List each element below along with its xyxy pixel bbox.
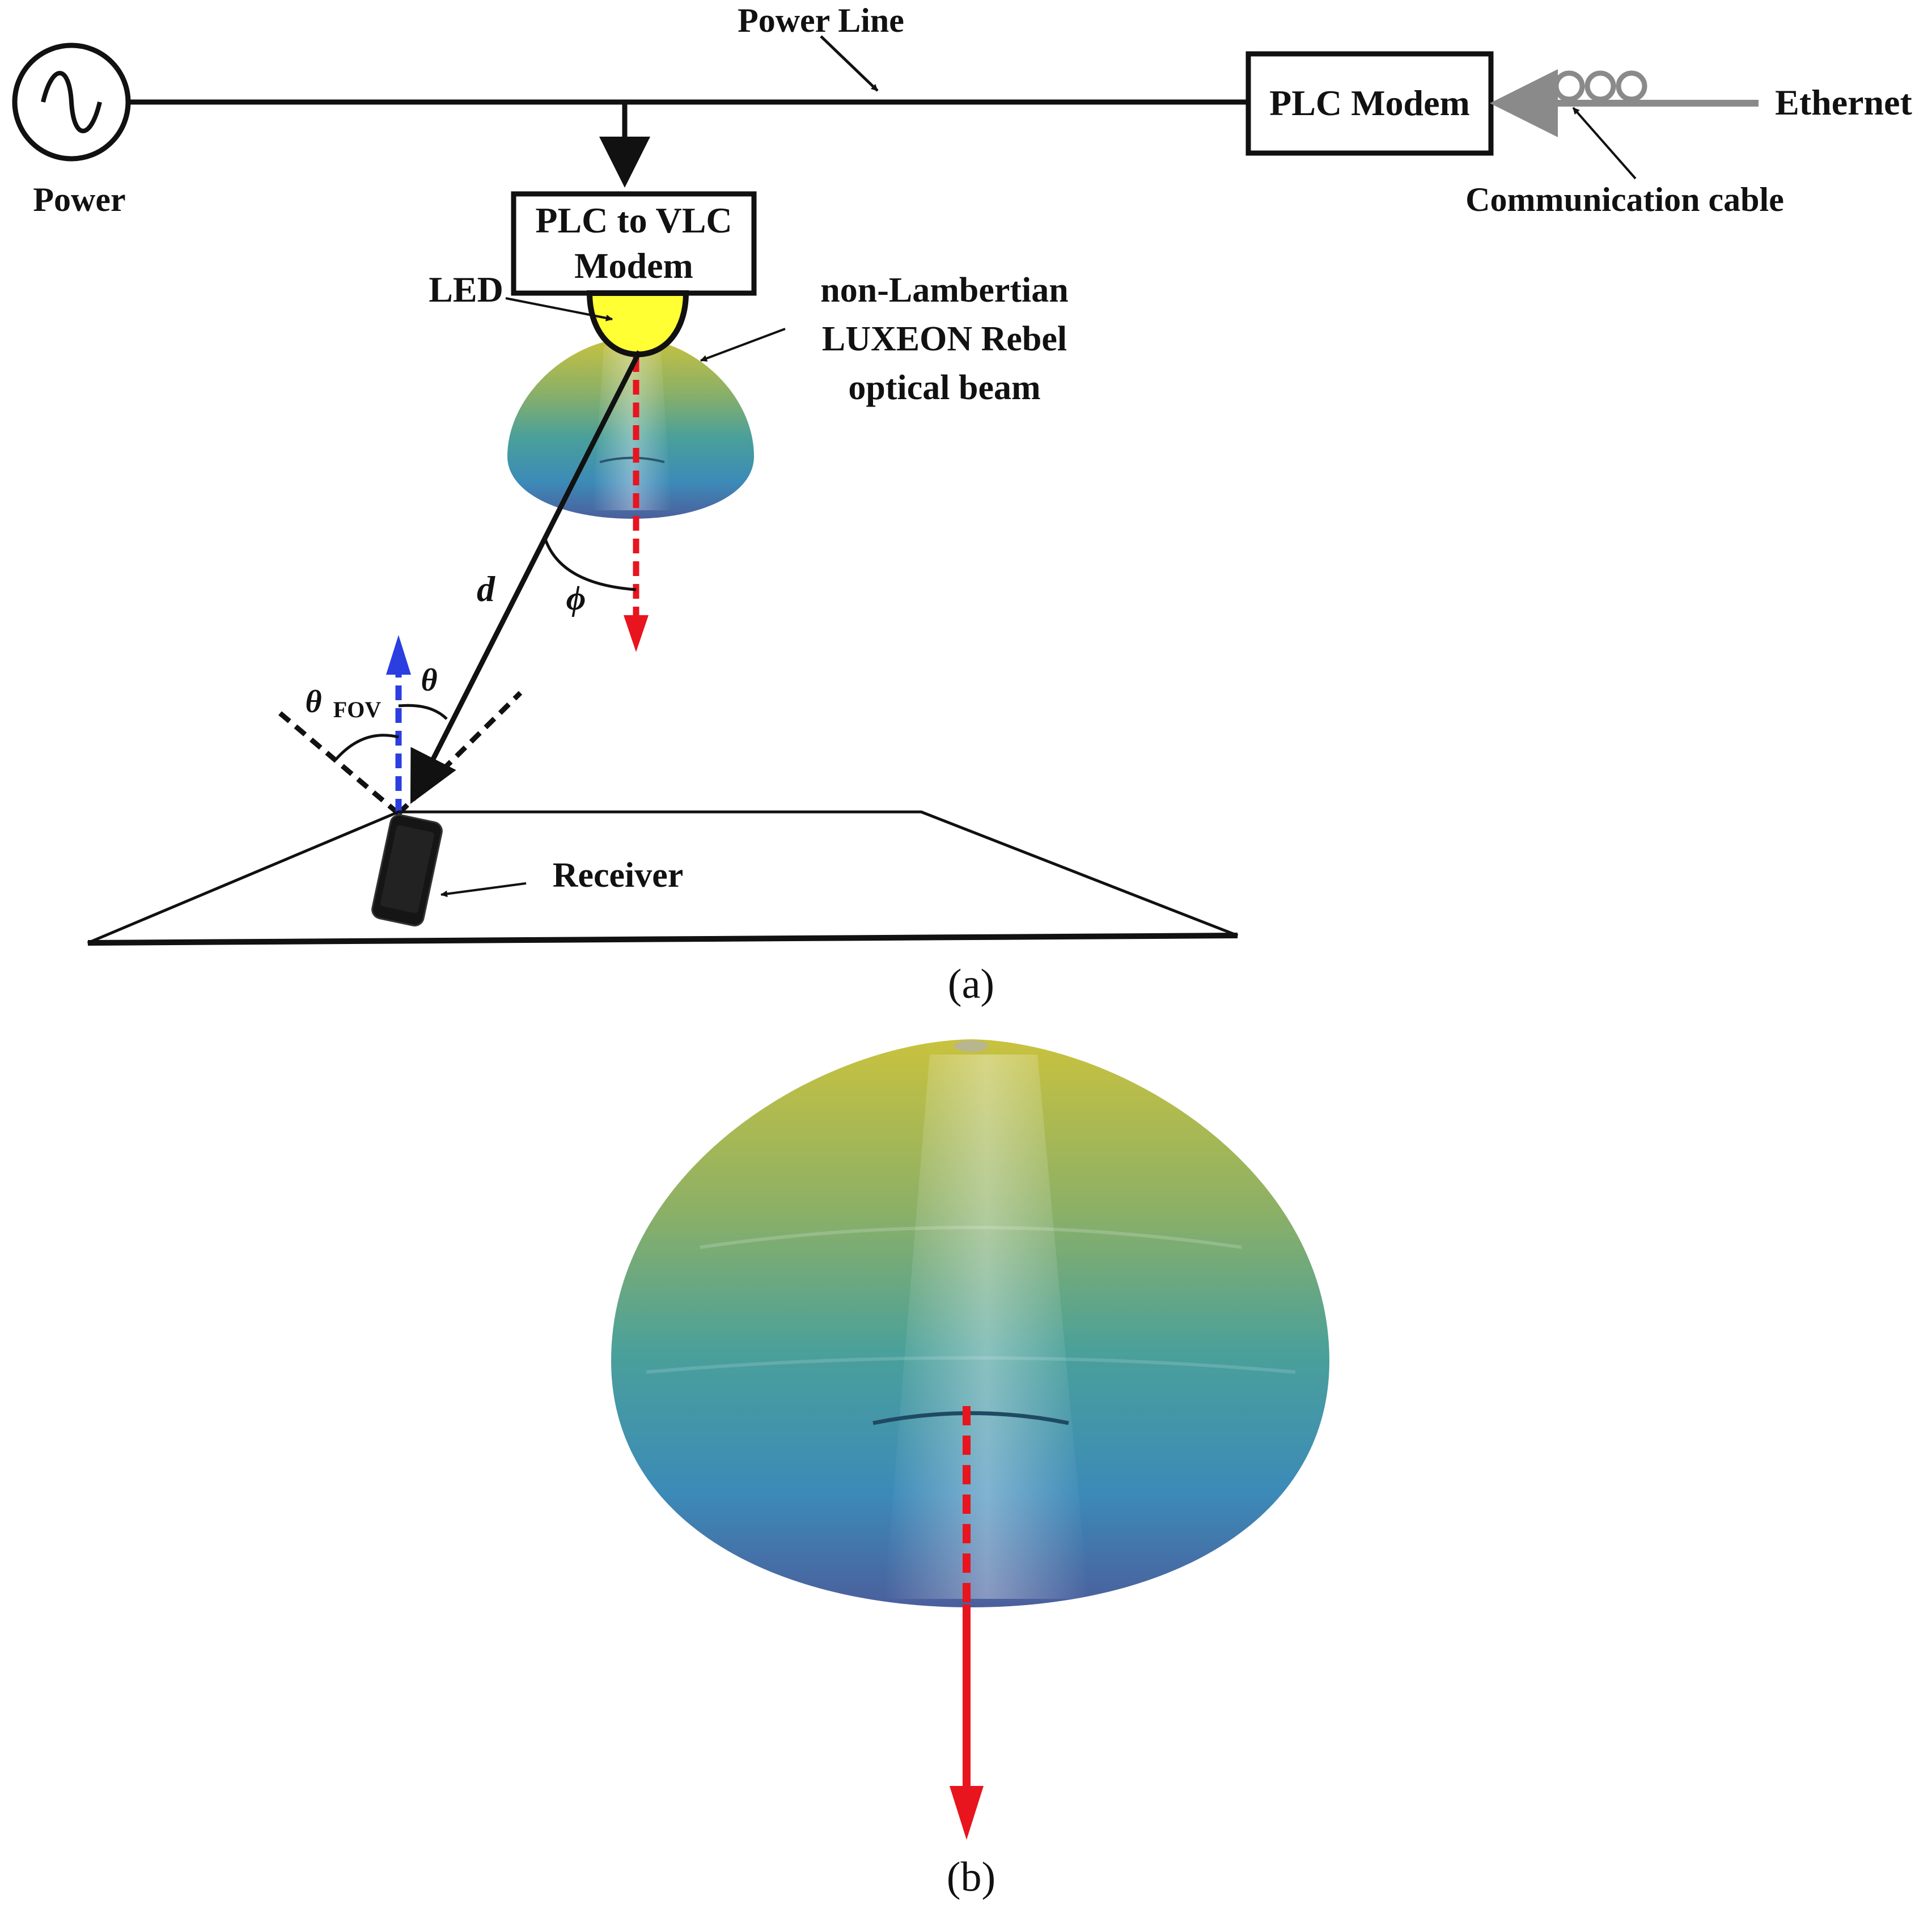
- theta-fov-subscript: FOV: [333, 697, 382, 722]
- cable-pointer: [1572, 107, 1637, 180]
- beam-pointer: [700, 328, 786, 362]
- led-pointer: [505, 297, 613, 321]
- communication-cable-label: Communication cable: [1465, 181, 1784, 218]
- theta-angle-arc: [398, 704, 448, 720]
- fov-boundary-left: [274, 708, 400, 816]
- fov-boundary-right: [396, 691, 523, 816]
- power-line-pointer: [820, 35, 879, 92]
- receiver-pointer: [440, 882, 527, 898]
- plc-modem-label: PLC Modem: [1269, 83, 1470, 123]
- coil-cable-icon: [1553, 70, 1647, 102]
- beam-axis-arrowhead: [950, 1786, 984, 1840]
- phi-label: ϕ: [566, 579, 586, 617]
- power-line-label: Power Line: [738, 2, 904, 39]
- theta-fov-symbol: θ: [305, 684, 321, 719]
- ethernet-label: Ethernet: [1775, 82, 1912, 122]
- phi-angle-arc: [543, 535, 637, 591]
- floor-front-edge: [87, 933, 1238, 946]
- theta-label: θ: [421, 663, 437, 698]
- distance-label: d: [477, 569, 495, 609]
- receiver-normal-arrowhead: [386, 635, 411, 675]
- plc-to-vlc-label-line2: Modem: [574, 245, 693, 286]
- led-label: LED: [429, 269, 503, 310]
- smartphone-icon: [371, 814, 443, 927]
- theta-fov-angle-arc: [334, 734, 399, 761]
- plc-modem-box: [1245, 51, 1494, 156]
- beam-label-line3: optical beam: [848, 369, 1040, 407]
- plc-to-vlc-label-line1: PLC to VLC: [535, 200, 732, 240]
- ac-power-source: [12, 43, 131, 162]
- beam-label-line1: non-Lambertian: [820, 271, 1068, 310]
- beam-label-line2: LUXEON Rebel: [822, 320, 1067, 358]
- receiver-label: Receiver: [553, 856, 684, 895]
- optical-beam-small: [507, 337, 754, 519]
- power-label: Power: [33, 181, 125, 218]
- optical-beam-large: [611, 1039, 1329, 1607]
- caption-b: (b): [947, 1854, 995, 1900]
- sine-wave-icon: [41, 71, 102, 133]
- caption-a: (a): [948, 961, 994, 1007]
- led-axis-arrowhead: [624, 615, 649, 652]
- link-distance-line: [410, 350, 642, 805]
